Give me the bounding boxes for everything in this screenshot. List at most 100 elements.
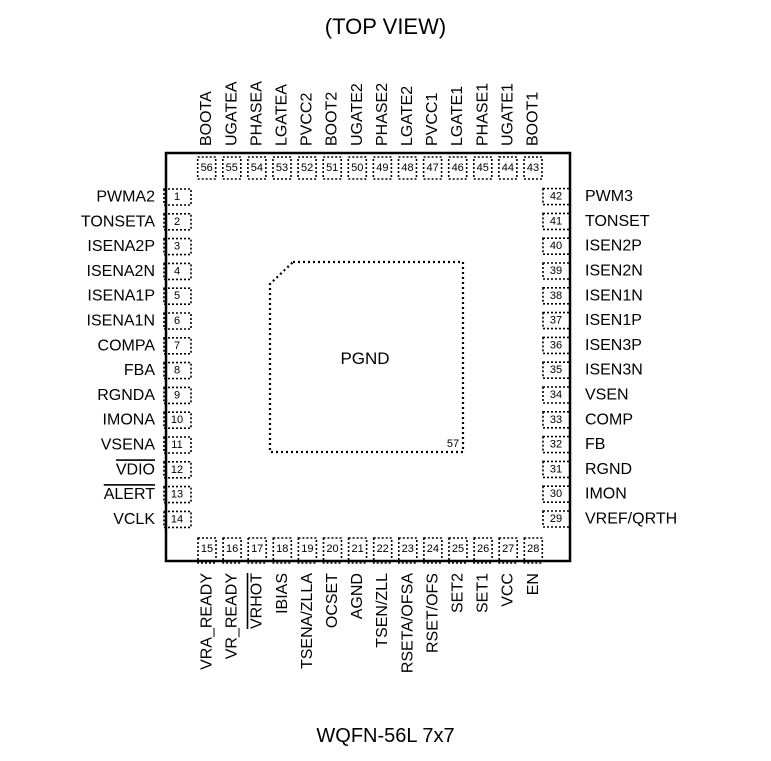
pin-pad-50	[347, 156, 368, 180]
pin-number-3: 3	[174, 241, 180, 253]
pin-number-11: 11	[171, 439, 182, 451]
pin-number-54: 54	[251, 162, 263, 174]
pin-pad-43	[523, 156, 543, 180]
pin-number-29: 29	[550, 513, 562, 525]
pin-name-4: ISENA2N	[87, 263, 155, 280]
pin-pad-1	[163, 188, 192, 206]
pin-name-8: FBA	[124, 362, 155, 379]
pin-number-1: 1	[174, 191, 180, 203]
pin-name-30: IMON	[585, 486, 627, 503]
pin-name-3: ISENA2P	[87, 238, 155, 255]
pin-number-51: 51	[326, 162, 338, 174]
pin-name-42: PWM3	[585, 188, 633, 205]
pin-name-13: ALERT	[104, 486, 156, 503]
pin-name-9: RGNDA	[97, 387, 155, 404]
diagram-title: (TOP VIEW)	[324, 14, 447, 39]
pin-number-37: 37	[550, 315, 562, 327]
pin-pad-3	[163, 237, 192, 256]
pin-number-52: 52	[301, 162, 313, 174]
pin-pad-16	[222, 537, 242, 564]
pin-number-7: 7	[174, 340, 180, 352]
pin-name-40: ISEN2P	[585, 238, 642, 255]
pin-pad-53	[272, 156, 292, 180]
pin-pad-56	[196, 156, 217, 180]
pin-number-4: 4	[174, 265, 180, 277]
pin-pad-32	[542, 435, 571, 454]
pin-name-56: BOOTA	[198, 91, 215, 146]
pin-pad-40	[542, 237, 571, 255]
pin-name-21: AGND	[349, 573, 366, 619]
pin-number-26: 26	[477, 543, 489, 555]
pin-number-25: 25	[452, 543, 464, 555]
pin-number-32: 32	[550, 439, 562, 451]
pin-number-35: 35	[550, 364, 562, 376]
pin-pad-6	[163, 312, 192, 330]
pin-number-24: 24	[427, 543, 439, 555]
pin-name-26: SET1	[475, 573, 492, 613]
pin-name-23: RSETA/OFSA	[399, 573, 416, 673]
pin-name-10: IMONA	[103, 412, 156, 429]
pin-pad-36	[542, 336, 571, 355]
pin-pad-17	[247, 537, 267, 564]
pin-number-9: 9	[174, 389, 180, 401]
pin-pad-11	[163, 436, 192, 454]
pin-number-47: 47	[426, 162, 438, 174]
pin-pad-8	[163, 361, 192, 380]
pin-number-10: 10	[171, 414, 183, 426]
pin-pad-44	[498, 156, 518, 180]
pin-number-30: 30	[550, 488, 562, 500]
pin-number-23: 23	[402, 543, 414, 555]
pin-name-52: PVCC2	[299, 93, 316, 146]
pin-number-48: 48	[401, 162, 413, 174]
pin-number-13: 13	[171, 489, 183, 501]
pin-number-39: 39	[550, 265, 562, 277]
pin-name-25: SET2	[450, 573, 467, 613]
pin-name-53: LGATEA	[274, 84, 291, 146]
pin-number-38: 38	[550, 290, 562, 302]
pin-name-47: PVCC1	[424, 93, 441, 146]
pin-number-15: 15	[201, 543, 213, 555]
pins-layer: 1PWMA22TONSETA3ISENA2P4ISENA2N5ISENA1P6I…	[81, 81, 677, 673]
pin-name-6: ISENA1N	[87, 313, 155, 330]
pin-name-28: EN	[525, 573, 542, 595]
pin-name-12: VDIO	[116, 461, 155, 478]
exposed-pad-outline	[268, 260, 465, 454]
pin-name-5: ISENA1P	[87, 288, 155, 305]
pin-name-50: UGATE2	[349, 83, 366, 146]
pin-number-8: 8	[174, 365, 180, 377]
pin-number-41: 41	[550, 215, 562, 227]
pin-number-16: 16	[226, 543, 238, 555]
pin-name-29: VREF/QRTH	[585, 511, 677, 528]
pin-pad-18	[272, 537, 293, 564]
pin-name-27: VCC	[500, 573, 517, 607]
pin-number-28: 28	[527, 543, 539, 555]
pin-name-20: OCSET	[324, 573, 341, 628]
pin-number-42: 42	[550, 191, 562, 203]
pin-number-18: 18	[276, 543, 288, 555]
pin-pad-55	[222, 156, 242, 180]
pin-pad-22	[372, 537, 393, 564]
pin-name-45: PHASE1	[474, 83, 491, 146]
pin-pad-52	[297, 156, 317, 180]
pin-pad-30	[542, 485, 571, 504]
pin-number-34: 34	[550, 389, 562, 401]
pin-name-19: TSENA/ZLLA	[299, 573, 316, 669]
pin-name-24: RSET/OFS	[424, 573, 441, 653]
pin-number-21: 21	[351, 543, 363, 555]
pin-pad-54	[247, 156, 267, 180]
pin-pad-41	[542, 212, 571, 231]
pin-pad-24	[423, 537, 443, 564]
pin-pad-45	[472, 156, 493, 180]
pin-name-22: TSEN/ZLL	[374, 573, 391, 648]
pin-pad-10	[163, 411, 192, 430]
pin-pad-31	[542, 460, 571, 479]
package-label: WQFN-56L 7x7	[316, 725, 455, 747]
pin-pad-49	[372, 156, 393, 180]
pin-pad-46	[447, 156, 468, 180]
pin-number-5: 5	[174, 290, 180, 302]
pin-name-2: TONSETA	[81, 213, 155, 230]
pin-pad-19	[297, 537, 318, 564]
pin-name-17: VRHOT	[249, 573, 266, 629]
pin-pad-39	[542, 262, 571, 280]
